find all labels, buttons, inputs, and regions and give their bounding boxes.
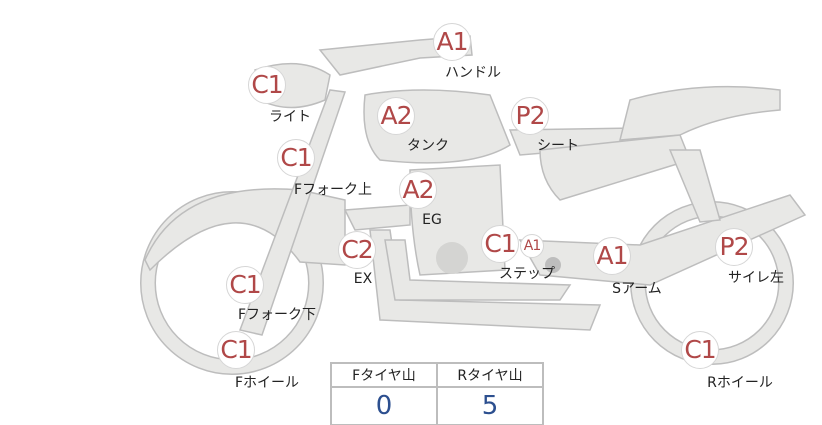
label-front-wheel: Fホイール xyxy=(234,375,300,391)
label-exhaust: EX xyxy=(353,271,373,287)
grade-marker-handle[interactable]: A1 xyxy=(433,23,471,61)
grade-marker-engine[interactable]: A2 xyxy=(399,171,437,209)
front-tire-value: 0 xyxy=(330,386,438,425)
label-light: ライト xyxy=(269,109,311,125)
rear-tire-header: Rタイヤ山 xyxy=(436,362,544,388)
grade-marker-fork-upper[interactable]: C1 xyxy=(277,139,315,177)
grade-marker-exhaust[interactable]: C2 xyxy=(338,231,376,269)
grade-marker-light[interactable]: C1 xyxy=(248,66,286,104)
front-tire-header: Fタイヤ山 xyxy=(330,362,438,388)
grade-marker-tank[interactable]: A2 xyxy=(377,97,415,135)
label-engine: EG xyxy=(422,212,442,228)
rear-tire-value: 5 xyxy=(436,386,544,425)
grade-marker-swingarm[interactable]: A1 xyxy=(593,237,631,275)
grade-marker-rear-wheel[interactable]: C1 xyxy=(681,331,719,369)
label-fork-upper: Fフォーク上 xyxy=(293,182,373,198)
label-fork-lower: Fフォーク下 xyxy=(237,307,317,323)
grade-marker-seat[interactable]: P2 xyxy=(511,97,549,135)
label-swingarm: Sアーム xyxy=(612,281,662,297)
label-step: ステップ xyxy=(499,266,555,282)
grade-marker-silencer-left[interactable]: P2 xyxy=(715,228,753,266)
label-seat: シート xyxy=(537,138,579,154)
grade-marker-step-secondary[interactable]: A1 xyxy=(520,234,544,258)
label-silencer-left: サイレ左 xyxy=(728,270,784,286)
grade-marker-front-wheel[interactable]: C1 xyxy=(217,331,255,369)
grade-marker-step[interactable]: C1 xyxy=(481,225,519,263)
label-tank: タンク xyxy=(407,138,449,154)
grade-marker-fork-lower[interactable]: C1 xyxy=(226,266,264,304)
label-handle: ハンドル xyxy=(445,65,501,81)
label-rear-wheel: Rホイール xyxy=(707,375,773,391)
